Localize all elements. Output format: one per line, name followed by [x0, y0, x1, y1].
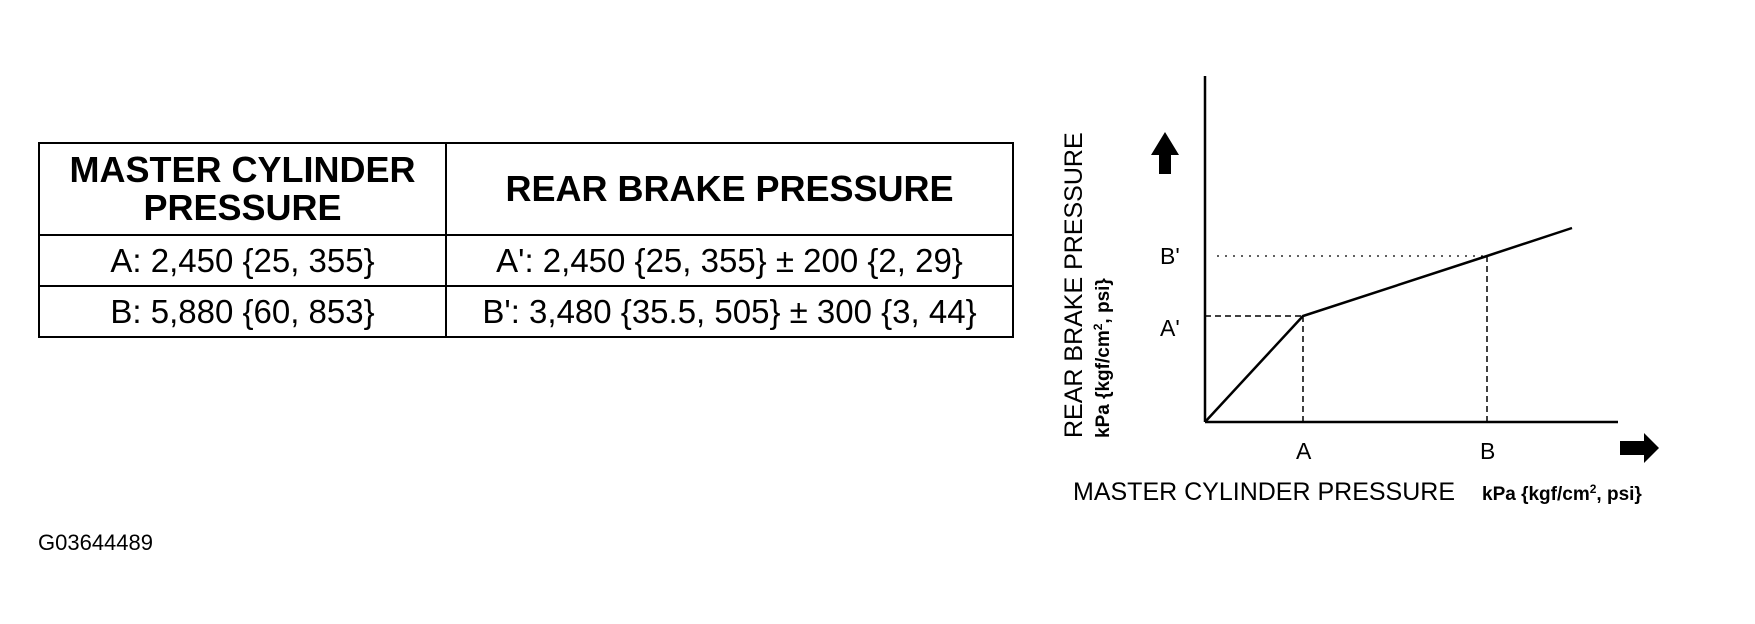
diagram-id: G03644489: [38, 530, 153, 555]
header-rear-brake-pressure: REAR BRAKE PRESSURE: [445, 142, 1014, 236]
x-point-b: B: [1480, 438, 1495, 464]
pressure-spec-table: MASTER CYLINDER PRESSURE REAR BRAKE PRES…: [38, 142, 1014, 338]
x-point-a: A: [1296, 438, 1312, 464]
pressure-graph: REAR BRAKE PRESSURE kPa {kgf/cm2, psi} B…: [1060, 76, 1659, 506]
y-axis-title: REAR BRAKE PRESSURE kPa {kgf/cm2, psi}: [1060, 132, 1114, 438]
x-axis-label: MASTER CYLINDER PRESSURE: [1073, 478, 1455, 506]
pressure-curve: [1204, 226, 1573, 423]
table-row: A: 2,450 {25, 355} A': 2,450 {25, 355} ±…: [38, 234, 1014, 287]
y-point-b-prime: B': [1160, 243, 1180, 269]
row-b-master: B: 5,880 {60, 853}: [38, 285, 447, 338]
up-arrow-icon: [1151, 132, 1179, 174]
right-arrow-icon: [1620, 433, 1659, 463]
y-point-a-prime: A': [1160, 315, 1180, 341]
table-row: B: 5,880 {60, 853} B': 3,480 {35.5, 505}…: [38, 285, 1014, 338]
y-axis-label: REAR BRAKE PRESSURE: [1060, 132, 1088, 438]
header-master-cylinder-pressure: MASTER CYLINDER PRESSURE: [38, 142, 447, 236]
row-a-rear: A': 2,450 {25, 355} ± 200 {2, 29}: [445, 234, 1014, 287]
row-a-master: A: 2,450 {25, 355}: [38, 234, 447, 287]
x-axis-unit: kPa {kgf/cm2, psi}: [1482, 482, 1642, 505]
row-b-rear: B': 3,480 {35.5, 505} ± 300 {3, 44}: [445, 285, 1014, 338]
y-axis-unit: kPa {kgf/cm2, psi}: [1091, 278, 1114, 438]
table-header-row: MASTER CYLINDER PRESSURE REAR BRAKE PRES…: [38, 142, 1014, 236]
